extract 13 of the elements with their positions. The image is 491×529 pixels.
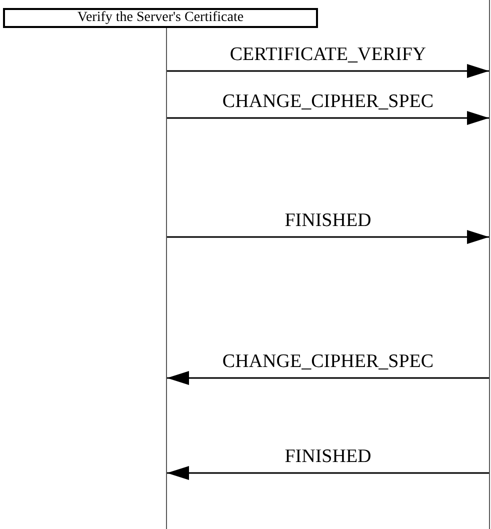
activity-box: Verify the Server's Certificate: [3, 8, 318, 28]
message-label: FINISHED: [284, 447, 372, 467]
message-arrow: [167, 466, 489, 480]
message-label: CHANGE_CIPHER_SPEC: [222, 352, 434, 372]
message-arrow: [167, 64, 489, 78]
message-arrow: [167, 371, 489, 385]
message-arrow: [167, 111, 489, 125]
message-label: FINISHED: [284, 211, 372, 231]
lifeline: [489, 0, 490, 529]
message-arrow: [167, 230, 489, 244]
message-label: CHANGE_CIPHER_SPEC: [222, 92, 434, 112]
lifeline: [166, 28, 167, 529]
message-label: CERTIFICATE_VERIFY: [230, 45, 426, 65]
